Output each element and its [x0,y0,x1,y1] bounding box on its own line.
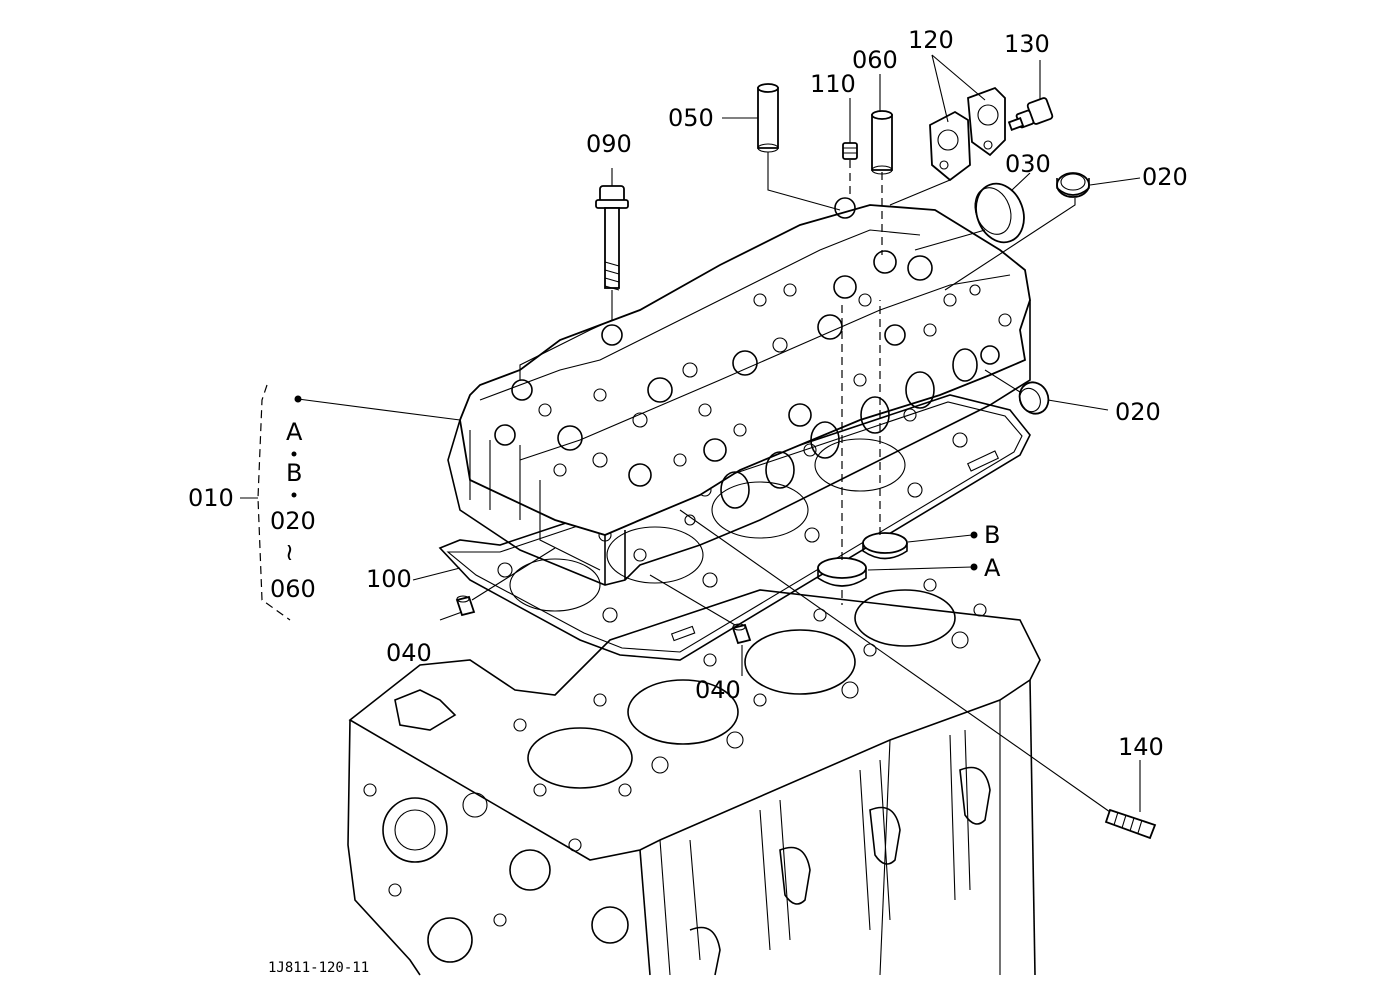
callout-040-left: 040 [386,639,432,667]
callout-010: 010 [188,484,234,512]
callout-040-right: 040 [695,676,741,704]
seal-ring-a [817,557,867,587]
callout-020-top: 020 [1142,163,1188,191]
callout-030: 030 [1005,150,1051,178]
drawing-code: 1J811-120-11 [268,960,369,976]
plug-110 [842,142,858,160]
sleeve-060 [871,110,893,175]
seal-ring-b [862,532,908,560]
cylinder-head [447,197,1031,586]
plug-020-top [1056,172,1090,198]
group-010-line2: B [286,459,302,487]
callout-020-side: 020 [1115,398,1161,426]
group-010-line1: A [286,418,303,446]
group-010-line3: 020 [270,507,316,535]
group-010-line4: ≀ [285,538,294,566]
sleeve-050 [757,83,779,153]
dowel-040-right [731,623,752,645]
dowel-040-left [455,595,476,617]
callout-050: 050 [668,104,714,132]
marker-a: A [984,554,1001,582]
head-bolt-090 [595,185,629,291]
callout-140: 140 [1118,733,1164,761]
stud-140 [1104,808,1157,840]
callout-120: 120 [908,26,954,54]
gasket-120 [929,86,1006,182]
callout-060: 060 [852,46,898,74]
leader-lines [240,54,1141,813]
marker-b: B [984,521,1000,549]
cylinder-block [347,578,1041,976]
callouts: 090 050 110 060 120 130 030 020 020 010 … [188,26,1188,976]
plug-020-side [1018,381,1050,415]
fitting-130 [1007,97,1054,131]
plug-030 [974,182,1025,244]
callout-130: 130 [1004,30,1050,58]
group-010-line5: 060 [270,575,316,603]
callout-090: 090 [586,130,632,158]
callout-100: 100 [366,565,412,593]
callout-110: 110 [810,70,856,98]
head-gasket [438,394,1031,661]
